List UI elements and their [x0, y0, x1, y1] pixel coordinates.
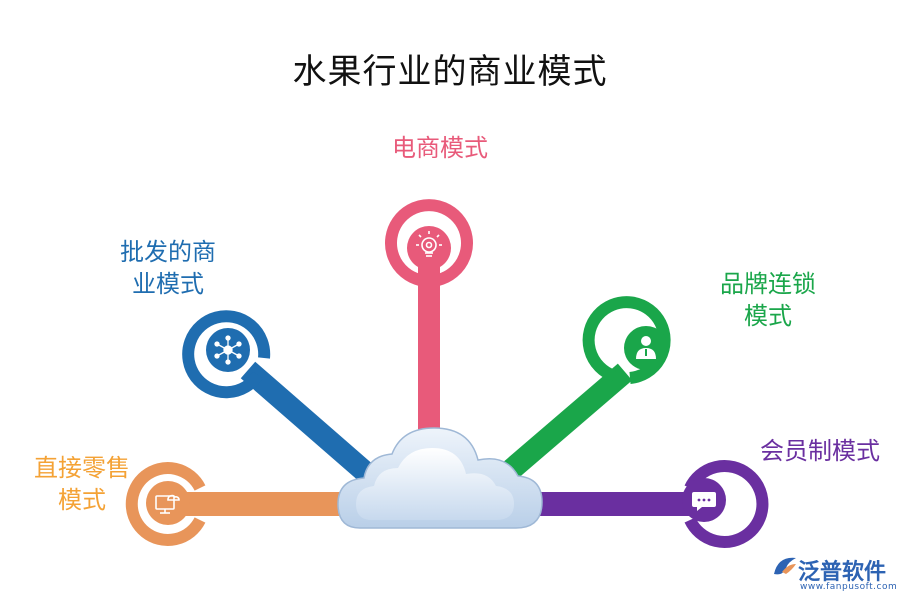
label-wholesale: 批发的商 业模式: [98, 236, 238, 300]
ring-retail: [125, 462, 206, 546]
label-brand-chain-line2: 模式: [744, 302, 792, 330]
page-title: 水果行业的商业模式: [292, 52, 608, 92]
label-retail-line2: 模式: [58, 486, 106, 514]
businessman-icon: [636, 336, 656, 359]
label-ecommerce: 电商模式: [360, 132, 520, 164]
spoke-ecommerce: [418, 260, 440, 450]
spoke-wholesale: [240, 361, 380, 487]
label-wholesale-line2: 业模式: [132, 270, 204, 298]
network-icon: [214, 335, 242, 365]
label-retail-line1: 直接零售: [34, 454, 130, 482]
ring-wholesale: [182, 310, 271, 399]
label-wholesale-line1: 批发的商: [120, 238, 216, 266]
monitor-cloud-icon: [155, 494, 180, 514]
spoke-brand-chain: [497, 363, 633, 484]
label-ecommerce-line1: 电商模式: [392, 134, 488, 162]
chat-bubble-icon: [692, 492, 716, 511]
fanpu-logo-icon: [774, 557, 796, 575]
logo-text: 泛普软件: [798, 560, 887, 585]
node-retail: [146, 481, 190, 525]
ring-ecommerce: [385, 199, 473, 286]
cloud-icon: [337, 427, 543, 529]
label-membership-line1: 会员制模式: [760, 437, 880, 465]
label-brand-chain-line1: 品牌连锁: [720, 270, 816, 298]
ring-membership: [684, 460, 769, 548]
label-retail: 直接零售 模式: [12, 452, 152, 516]
label-brand-chain: 品牌连锁 模式: [698, 268, 838, 332]
logo-url: www.fanpusoft.com: [800, 582, 898, 592]
lightbulb-gear-icon: [416, 231, 442, 257]
fanpu-logo[interactable]: 泛普软件 www.fanpusoft.com: [770, 552, 898, 596]
label-membership: 会员制模式: [742, 435, 898, 467]
